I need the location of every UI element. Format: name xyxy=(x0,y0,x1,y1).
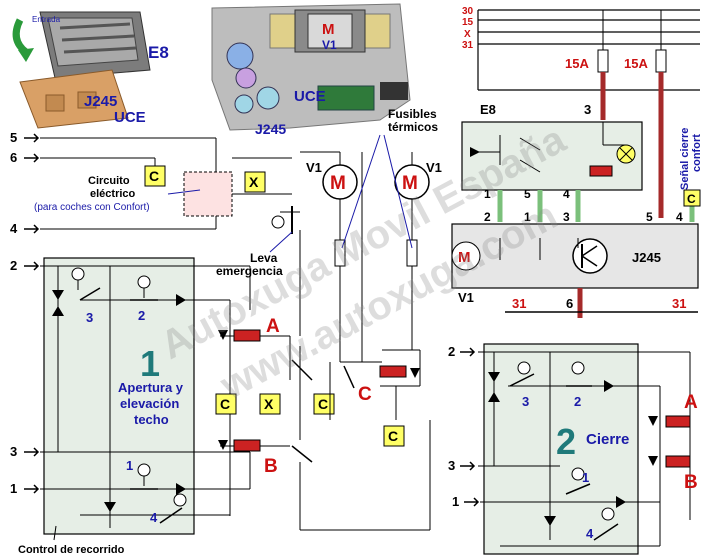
lever-line2: emergencia xyxy=(216,264,283,278)
input-2: 2 xyxy=(10,258,17,273)
e8-photo-label: E8 xyxy=(148,43,169,62)
panel1-sw-2: 2 xyxy=(138,308,145,323)
supply-rails: 30 15 X 31 15A 15A xyxy=(462,6,700,218)
signal-label: Señal cierre confort C xyxy=(679,128,703,207)
pin-j-3: 3 xyxy=(563,210,570,224)
j245-box-label: J245 xyxy=(632,250,661,265)
badge-x-circuit: X xyxy=(249,174,259,190)
motor-photo-v1: V1 xyxy=(322,38,337,52)
badge-c-signal: C xyxy=(687,192,696,206)
e8-photo: Entrada E8 J245 UCE xyxy=(12,11,169,129)
panel1-sw-3: 3 xyxy=(86,310,93,325)
fuses-title-2: térmicos xyxy=(388,120,438,134)
relay-c-label: C xyxy=(358,384,372,405)
rail-31: 31 xyxy=(462,40,474,51)
pin-j-1: 1 xyxy=(524,210,531,224)
pin-e8-5: 5 xyxy=(524,187,531,201)
panel1-sw-1: 1 xyxy=(126,458,133,473)
e8-box-label: E8 xyxy=(480,102,496,117)
panel1-text-1: Apertura y xyxy=(118,380,184,395)
panel1-number: 1 xyxy=(140,343,160,384)
pin-e8-4: 4 xyxy=(563,187,570,201)
panel1-text-3: techo xyxy=(134,412,169,427)
pin-e8-1: 1 xyxy=(484,187,491,201)
lever-line1: Leva xyxy=(250,251,278,265)
panel2-sw-3: 3 xyxy=(522,394,529,409)
pin-j-4: 4 xyxy=(676,210,683,224)
pin-j-5: 5 xyxy=(646,210,653,224)
motor-right-m: M xyxy=(402,173,418,194)
motor-left-m: M xyxy=(330,173,346,194)
j245-box: M V1 J245 31 31 6 xyxy=(451,223,699,318)
input-1: 1 xyxy=(10,481,17,496)
motor-photo-uce: UCE xyxy=(294,88,326,105)
badge-c-circuit: C xyxy=(149,168,159,184)
fuse-right-label: 15A xyxy=(624,56,648,71)
rail-15: 15 xyxy=(462,17,474,28)
badge-x-mid: X xyxy=(264,396,274,412)
signal-label-line1: Señal cierre xyxy=(679,128,691,190)
j245-motor-m: M xyxy=(458,249,471,266)
panel1-footer: Control de recorrido xyxy=(18,544,125,556)
motor-photo-j245: J245 xyxy=(255,121,286,137)
panel1-sw-4: 4 xyxy=(150,510,158,525)
panel2-text: Cierre xyxy=(586,431,629,448)
j245-photo-label: J245 xyxy=(84,93,117,110)
pin-top-3: 3 xyxy=(584,102,591,117)
fuse-left-label: 15A xyxy=(565,56,589,71)
uce-photo-label: UCE xyxy=(114,109,146,126)
e8-input-label: Entrada xyxy=(32,15,61,24)
panel1-text-2: elevación xyxy=(120,396,179,411)
circuit-title-1: Circuito xyxy=(88,175,130,187)
panel2-input-1: 1 xyxy=(452,494,459,509)
ground-right: 31 xyxy=(672,296,686,311)
panel2-sw-1: 1 xyxy=(582,470,589,485)
relay-a-label: A xyxy=(266,316,280,337)
input-5: 5 xyxy=(10,130,17,145)
relay-b-label: B xyxy=(264,456,278,477)
relay-column-right: A B xyxy=(648,352,698,546)
panel2-input-2: 2 xyxy=(448,344,455,359)
relay-b2-label: B xyxy=(684,472,698,493)
ground-pin: 6 xyxy=(566,296,573,311)
panel2-input-3: 3 xyxy=(448,458,455,473)
left-inputs: 5 6 4 2 3 1 xyxy=(10,130,40,496)
rail-30: 30 xyxy=(462,6,474,17)
panel-1: 3 2 1 4 1 Apertura y elevación techo Con… xyxy=(18,257,250,556)
badge-c-mid: C xyxy=(318,396,328,412)
green-wires: 1 5 4 2 1 3 5 4 xyxy=(484,187,695,224)
badge-c-left: C xyxy=(220,396,230,412)
panel2-sw-4: 4 xyxy=(586,526,594,541)
input-6: 6 xyxy=(10,150,17,165)
motor-photo-m: M xyxy=(322,21,335,38)
input-4: 4 xyxy=(10,221,18,236)
rail-x: X xyxy=(464,29,471,40)
j245-motor-label: V1 xyxy=(458,290,474,305)
motor-photo: M V1 UCE J245 xyxy=(211,3,411,137)
circuit-subtitle: (para coches con Confort) xyxy=(34,202,150,213)
relay-column-left: A B C X C Leva emergencia xyxy=(215,206,335,516)
panel-2: 2 3 1 3 2 1 4 2 Cierre xyxy=(448,343,690,555)
pin-j-2: 2 xyxy=(484,210,491,224)
fuses-title-1: Fusibles xyxy=(388,107,437,121)
signal-label-line2: confort xyxy=(691,134,703,172)
panel2-sw-2: 2 xyxy=(574,394,581,409)
ground-left: 31 xyxy=(512,296,526,311)
confort-circuit: C X Circuito eléctrico (para coches con … xyxy=(34,137,292,230)
e8-box: E8 3 xyxy=(461,102,643,191)
relay-a2-label: A xyxy=(684,392,698,413)
circuit-title-2: eléctrico xyxy=(90,188,136,200)
motor-right-label: V1 xyxy=(426,160,442,175)
input-3: 3 xyxy=(10,444,17,459)
motors: M V1 M V1 Fusibles térmicos xyxy=(300,107,442,363)
panel2-number: 2 xyxy=(556,421,576,462)
motor-left-label: V1 xyxy=(306,160,322,175)
relay-c: C C xyxy=(299,349,431,531)
badge-c-right: C xyxy=(388,428,398,444)
